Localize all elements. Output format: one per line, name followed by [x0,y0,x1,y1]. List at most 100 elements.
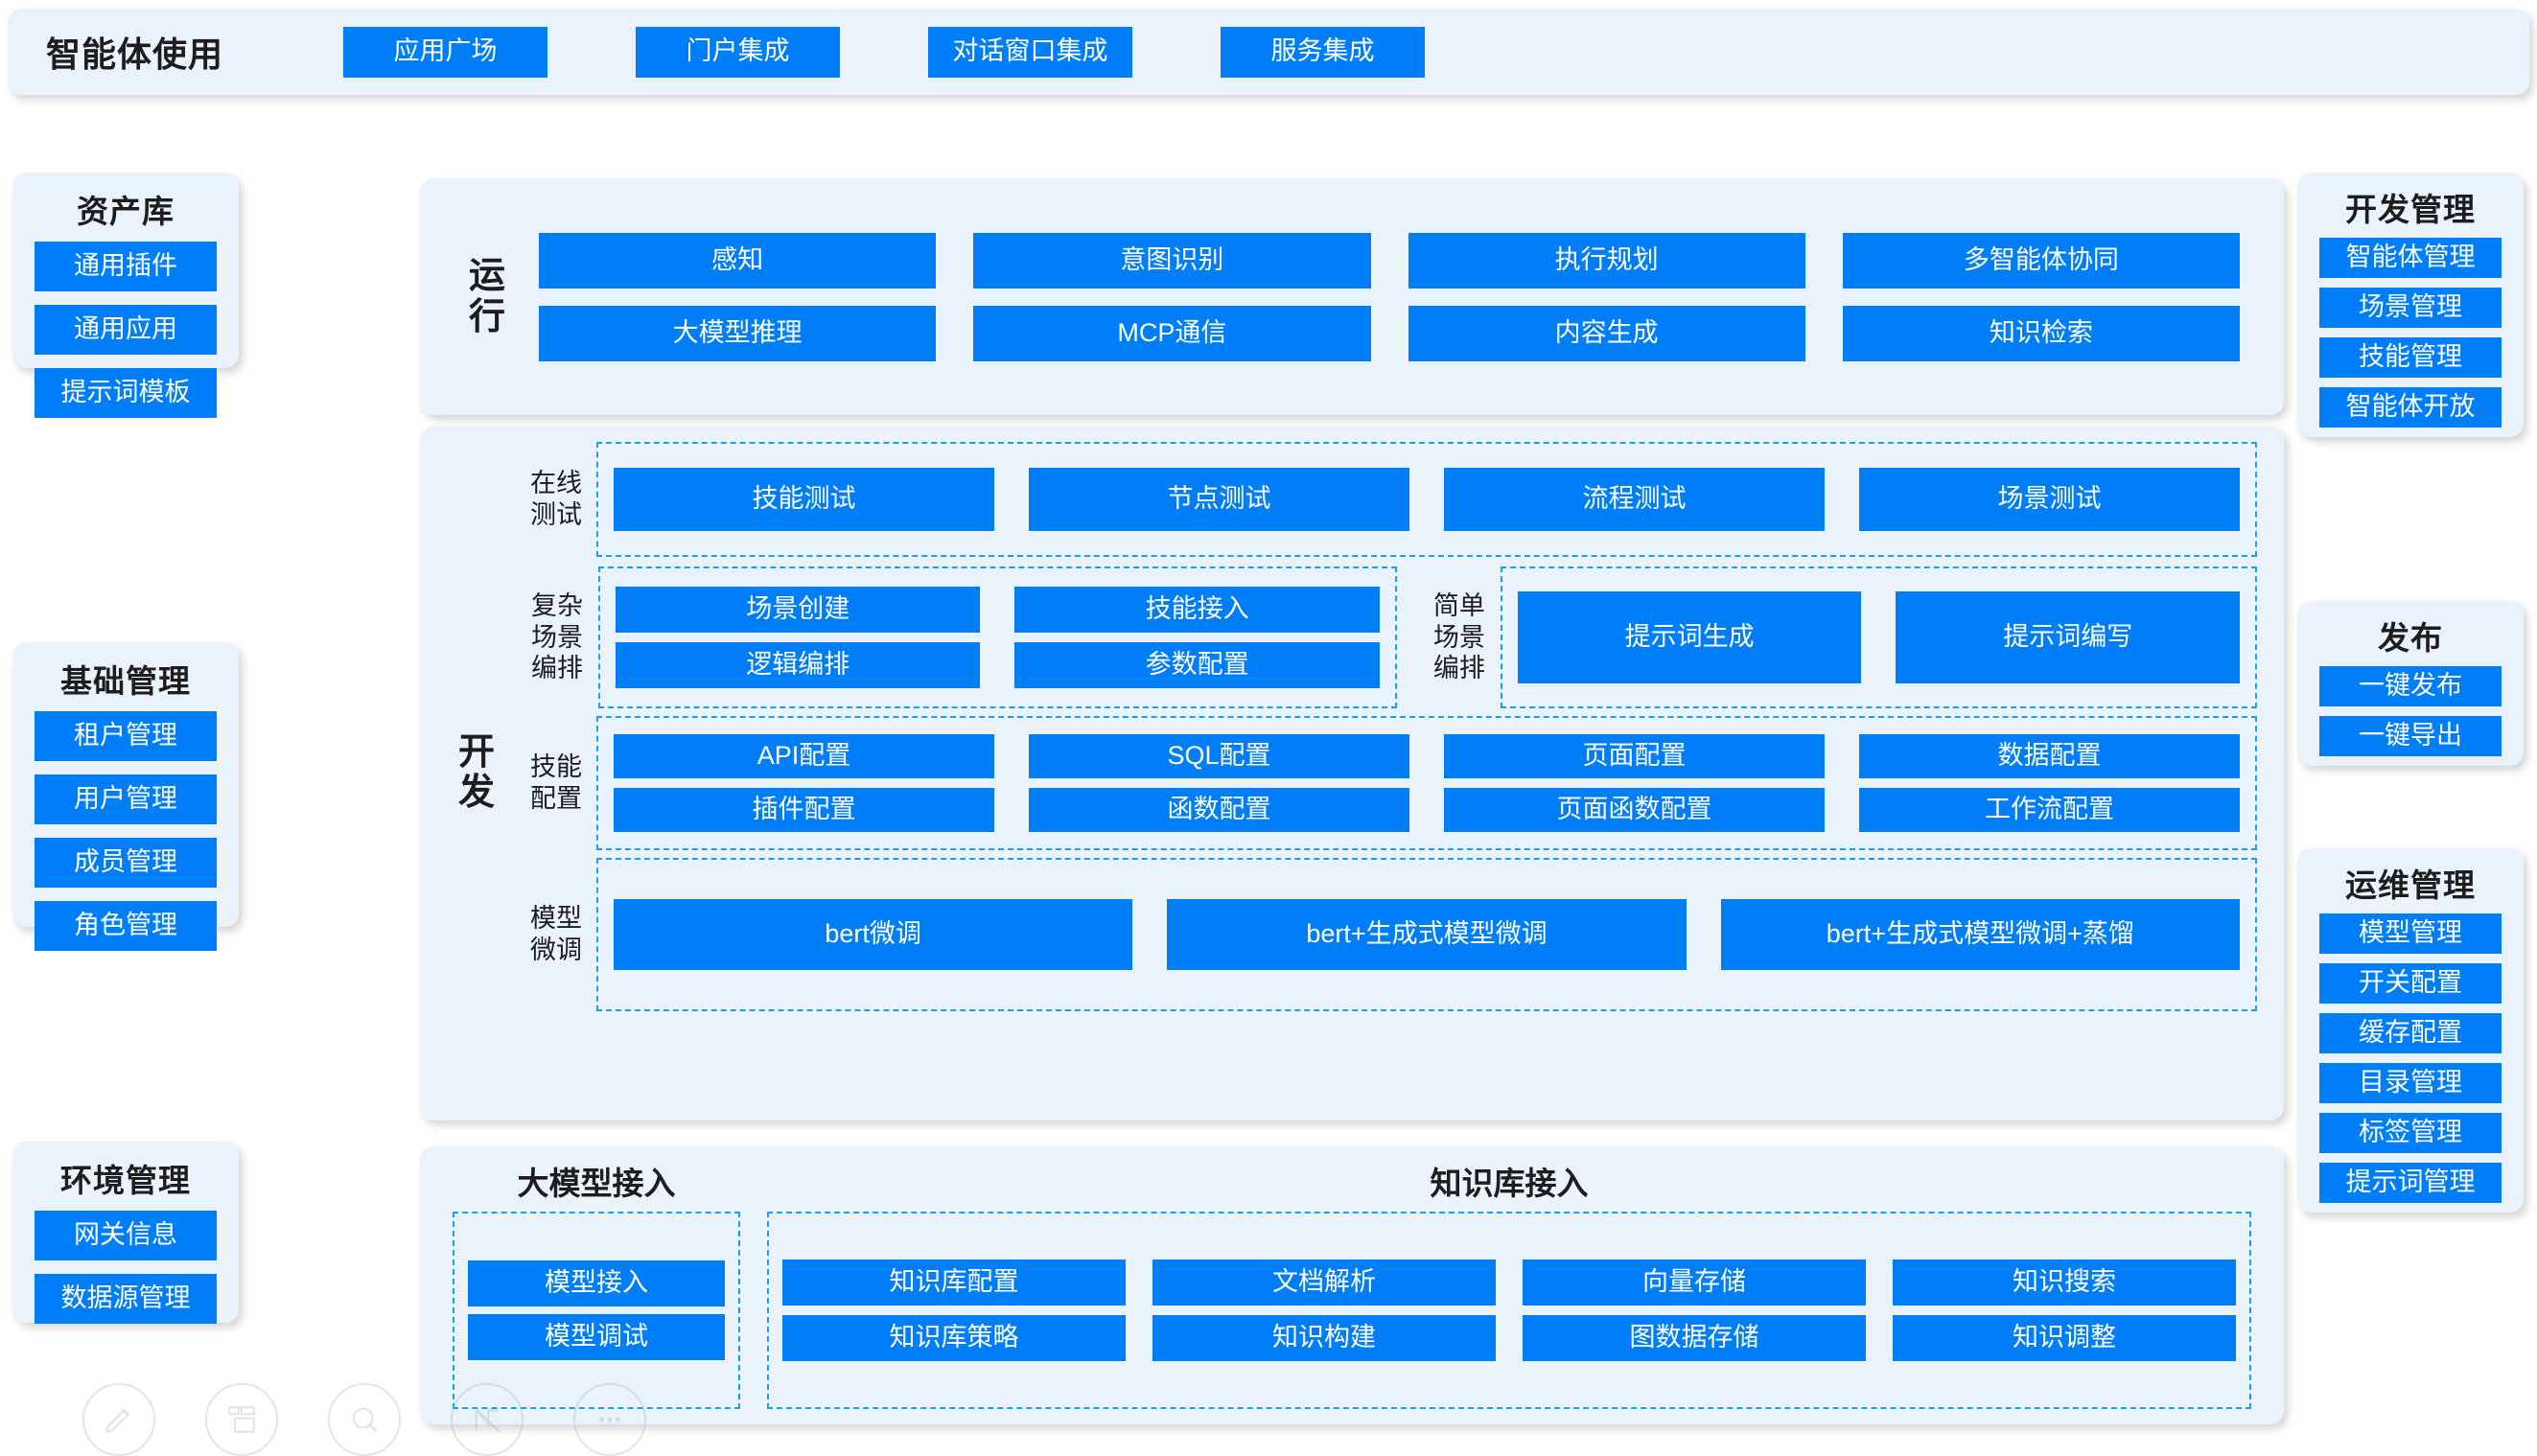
chip-prompt-authoring[interactable]: 提示词编写 [1896,591,2240,683]
chip-plugin-config[interactable]: 插件配置 [614,788,994,832]
chip-function-config[interactable]: 函数配置 [1029,788,1409,832]
chip-sql-config[interactable]: SQL配置 [1029,734,1409,778]
chip-workflow-config[interactable]: 工作流配置 [1859,788,2240,832]
chip-datasource-management[interactable]: 数据源管理 [35,1274,217,1324]
knowledge-base-access-title: 知识库接入 [1430,1166,1589,1201]
llm-access-title: 大模型接入 [517,1166,676,1201]
chip-page-config[interactable]: 页面配置 [1444,734,1825,778]
chip-cache-config[interactable]: 缓存配置 [2319,1013,2502,1053]
chip-scene-create[interactable]: 场景创建 [616,587,981,633]
panel-runtime: 运行 感知 意图识别 执行规划 多智能体协同 大模型推理 MCP通信 内容生成 … [420,178,2284,415]
chip-knowledge-construction[interactable]: 知识构建 [1152,1315,1496,1361]
chip-parameter-config[interactable]: 参数配置 [1014,642,1380,688]
layout-icon[interactable] [205,1383,278,1456]
chip-prompt-template[interactable]: 提示词模板 [35,368,217,418]
model-finetune-group: bert微调 bert+生成式模型微调 bert+生成式模型微调+蒸馏 [596,858,2257,1011]
panel-basic-management: 基础管理 租户管理 用户管理 成员管理 角色管理 [12,642,239,951]
chip-gateway-info[interactable]: 网关信息 [35,1211,217,1260]
chip-llm-inference[interactable]: 大模型推理 [539,305,937,361]
panel-access: 大模型接入 模型接入 模型调试 知识库接入 知识库配置 文档解析 向量存储 知识… [420,1146,2284,1424]
chip-document-parsing[interactable]: 文档解析 [1152,1260,1496,1306]
llm-access-group: 模型接入 模型调试 [453,1212,740,1409]
chip-page-function-config[interactable]: 页面函数配置 [1444,788,1825,832]
chip-logic-orchestration[interactable]: 逻辑编排 [616,642,981,688]
chip-model-management[interactable]: 模型管理 [2319,913,2502,954]
agent-usage-title: 智能体使用 [46,35,224,74]
model-finetune-label: 模型微调 [530,904,582,964]
simple-orchestration-label: 简单场景编排 [1432,590,1485,683]
chip-user-management[interactable]: 用户管理 [35,774,217,824]
chip-agent-management[interactable]: 智能体管理 [2319,238,2502,278]
chip-mcp-communication[interactable]: MCP通信 [973,305,1371,361]
chip-bert-generative-finetune[interactable]: bert+生成式模型微调 [1167,899,1687,970]
chip-one-click-publish[interactable]: 一键发布 [2319,666,2502,706]
row-online-test: 在线测试 技能测试 节点测试 流程测试 场景测试 [516,442,2257,557]
chip-portal-integration[interactable]: 门户集成 [636,26,840,78]
hide-icon[interactable] [451,1383,524,1456]
chip-knowledge-retrieval[interactable]: 知识检索 [1842,305,2240,361]
chip-member-management[interactable]: 成员管理 [35,838,217,888]
chip-vector-storage[interactable]: 向量存储 [1523,1260,1866,1306]
chip-tenant-management[interactable]: 租户管理 [35,711,217,761]
skill-config-label: 技能配置 [530,752,582,813]
chip-bert-finetune[interactable]: bert微调 [614,899,1133,970]
chip-scene-management[interactable]: 场景管理 [2319,288,2502,328]
block-knowledge-base-access: 知识库接入 知识库配置 文档解析 向量存储 知识搜索 知识库策略 知识构建 图数… [767,1146,2251,1424]
chip-scene-test[interactable]: 场景测试 [1859,468,2240,531]
chip-content-generation[interactable]: 内容生成 [1408,305,1805,361]
development-rows: 在线测试 技能测试 节点测试 流程测试 场景测试 复杂场景编排 场景创建 [516,427,2284,1121]
chip-model-access[interactable]: 模型接入 [468,1260,725,1306]
chip-perception[interactable]: 感知 [539,232,937,289]
ops-management-title: 运维管理 [2345,867,2476,903]
chip-app-marketplace[interactable]: 应用广场 [343,26,547,78]
chip-intent-recognition[interactable]: 意图识别 [973,232,1371,289]
chip-api-config[interactable]: API配置 [614,734,994,778]
chip-node-test[interactable]: 节点测试 [1029,468,1409,531]
more-icon[interactable] [573,1383,646,1456]
floating-toolbar[interactable] [82,1383,646,1456]
chip-role-management[interactable]: 角色管理 [35,901,217,951]
zoom-icon[interactable] [328,1383,401,1456]
skill-config-group: API配置 SQL配置 页面配置 数据配置 插件配置 函数配置 页面函数配置 工… [596,716,2257,850]
chip-switch-config[interactable]: 开关配置 [2319,963,2502,1004]
chip-tag-management[interactable]: 标签管理 [2319,1113,2502,1153]
simple-orchestration-group: 提示词生成 提示词编写 [1500,566,2257,708]
chip-skill-test[interactable]: 技能测试 [614,468,994,531]
chip-data-config[interactable]: 数据配置 [1859,734,2240,778]
complex-orchestration-label: 复杂场景编排 [531,590,583,683]
runtime-label: 运行 [468,255,505,337]
pen-icon[interactable] [82,1383,155,1456]
row-model-finetune: 模型微调 bert微调 bert+生成式模型微调 bert+生成式模型微调+蒸馏 [516,858,2257,1011]
chip-kb-strategy[interactable]: 知识库策略 [782,1315,1126,1361]
environment-management-title: 环境管理 [60,1163,191,1198]
development-management-title: 开发管理 [2345,192,2476,227]
chip-execution-planning[interactable]: 执行规划 [1408,232,1805,289]
chip-model-debug[interactable]: 模型调试 [468,1314,725,1360]
row-orchestration: 复杂场景编排 场景创建 技能接入 逻辑编排 参数配置 简单场景编排 [516,566,2257,708]
chip-general-plugin[interactable]: 通用插件 [35,242,217,291]
chip-skill-access[interactable]: 技能接入 [1014,587,1380,633]
chip-service-integration[interactable]: 服务集成 [1221,26,1425,78]
asset-library-title: 资产库 [77,194,175,229]
online-test-group: 技能测试 节点测试 流程测试 场景测试 [596,442,2257,557]
chip-skill-management[interactable]: 技能管理 [2319,337,2502,378]
chip-graph-data-storage[interactable]: 图数据存储 [1523,1315,1866,1361]
basic-management-title: 基础管理 [60,663,191,699]
chip-knowledge-adjustment[interactable]: 知识调整 [1893,1315,2236,1361]
complex-orchestration-group: 场景创建 技能接入 逻辑编排 参数配置 [598,566,1397,708]
chip-kb-config[interactable]: 知识库配置 [782,1260,1126,1306]
chip-agent-open[interactable]: 智能体开放 [2319,387,2502,428]
chip-prompt-generation[interactable]: 提示词生成 [1517,591,1862,683]
chip-catalog-management[interactable]: 目录管理 [2319,1063,2502,1103]
chip-multi-agent-collaboration[interactable]: 多智能体协同 [1842,232,2240,289]
chip-bert-generative-finetune-distill[interactable]: bert+生成式模型微调+蒸馏 [1720,899,2240,970]
chip-flow-test[interactable]: 流程测试 [1444,468,1825,531]
chip-knowledge-search[interactable]: 知识搜索 [1893,1260,2236,1306]
chip-general-app[interactable]: 通用应用 [35,305,217,355]
publish-title: 发布 [2378,620,2443,656]
chip-chat-window-integration[interactable]: 对话窗口集成 [928,26,1132,78]
row-skill-config: 技能配置 API配置 SQL配置 页面配置 数据配置 插件配置 函数配置 页面函… [516,716,2257,850]
chip-prompt-management[interactable]: 提示词管理 [2319,1163,2502,1203]
chip-one-click-export[interactable]: 一键导出 [2319,716,2502,756]
runtime-chip-grid: 感知 意图识别 执行规划 多智能体协同 大模型推理 MCP通信 内容生成 知识检… [533,232,2284,361]
